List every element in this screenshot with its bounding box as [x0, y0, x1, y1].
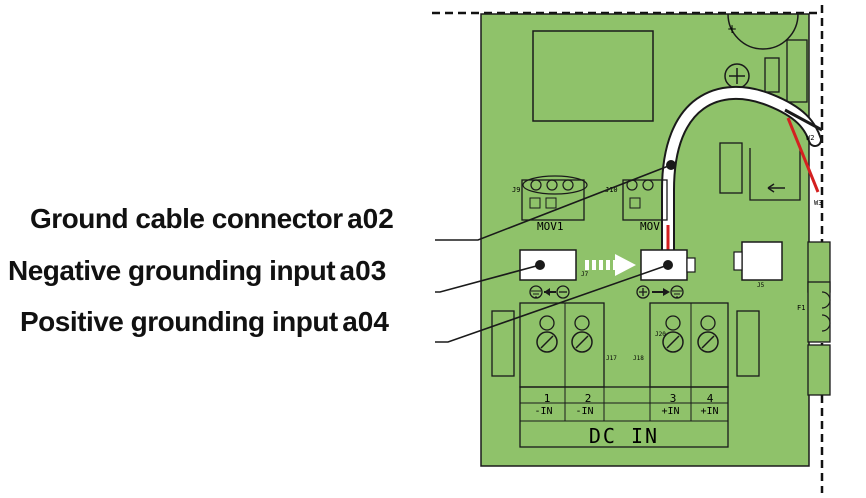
j18-label: J18 — [633, 355, 644, 362]
screw-cross — [729, 68, 745, 84]
j9-label: J9 — [512, 186, 520, 194]
dc-in-grid — [520, 387, 728, 422]
j10-label: J10 — [605, 186, 618, 194]
terminal-4-num: 4 — [706, 392, 714, 405]
pin — [530, 179, 542, 191]
leader-a03 — [435, 264, 541, 293]
pin — [642, 179, 654, 191]
callout-a04-code: a04 — [342, 306, 389, 337]
black-wire — [784, 108, 823, 132]
terminal-2-num: 2 — [584, 392, 592, 405]
fuse-clips — [821, 291, 831, 332]
callout-a02-code: a02 — [347, 203, 394, 234]
terminal-4-label: +IN — [700, 406, 719, 417]
ground-icon — [670, 285, 684, 299]
enclosure-dashed-outline — [432, 5, 824, 493]
terminal-screws — [536, 315, 719, 353]
jumper-tab — [733, 251, 743, 271]
component-small — [764, 57, 780, 93]
pin — [546, 179, 558, 191]
plus-mark: + — [727, 22, 737, 36]
dc-in-label: DC IN — [588, 424, 660, 448]
callout-a04-text: Positive grounding input — [20, 306, 338, 337]
dc-in-table — [519, 386, 729, 448]
w2-label: W2 — [806, 134, 814, 142]
plus-icon — [636, 285, 650, 299]
callout-a03-code: a03 — [339, 255, 387, 286]
component-block — [532, 30, 654, 122]
j5-jumper — [741, 241, 783, 281]
minus-icon — [556, 285, 570, 299]
w3-label: W3 — [814, 199, 822, 207]
callout-a04: Positive grounding input a04 — [20, 306, 389, 338]
terminal-1-num: 1 — [543, 392, 551, 405]
mov1-label: MOV1 — [537, 220, 564, 233]
pad — [629, 197, 641, 209]
j20-label: J20 — [655, 331, 666, 338]
leader-a04 — [435, 264, 669, 343]
pad — [529, 197, 541, 209]
terminal-1-label: -IN — [534, 406, 553, 417]
capacitor-outline — [727, 13, 799, 50]
callout-a02: Ground cable connector a02 — [30, 203, 394, 235]
terminal-3-label: +IN — [661, 406, 680, 417]
pin — [562, 179, 574, 191]
plus-lines — [639, 288, 647, 296]
callout-a03: Negative grounding input a03 — [8, 255, 386, 287]
leader-a02 — [435, 164, 672, 241]
j7-label: J7 — [581, 271, 589, 278]
input-tab — [686, 257, 696, 273]
mov2-label: MOV — [640, 220, 660, 233]
j17-label: J17 — [606, 355, 617, 362]
component-side — [736, 310, 760, 377]
left-arrow-head — [544, 288, 550, 296]
mov2-connector — [622, 179, 668, 221]
component-relay — [719, 142, 743, 194]
terminal-dividers — [564, 303, 692, 387]
side-connector — [807, 344, 831, 396]
j5-label: J5 — [757, 282, 765, 289]
negative-ground-input — [519, 249, 577, 281]
callout-a02-text: Ground cable connector — [30, 203, 343, 234]
right-arrow-head — [663, 288, 670, 296]
component-tall — [786, 39, 808, 103]
pad — [545, 197, 557, 209]
callout-a03-text: Negative grounding input — [8, 255, 336, 286]
direction-arrow-icon — [615, 254, 636, 276]
pin-group — [522, 175, 588, 195]
red-wire — [786, 117, 820, 193]
ground-lines — [531, 290, 541, 298]
ground-lines — [672, 290, 682, 298]
terminal-2-label: -IN — [575, 406, 594, 417]
ground-icon — [529, 285, 543, 299]
f1-label: F1 — [797, 304, 805, 312]
terminal-3-num: 3 — [669, 392, 677, 405]
positive-ground-input — [640, 249, 688, 281]
component-side — [491, 310, 515, 377]
fuse-holder — [807, 281, 831, 343]
component-outline — [749, 148, 801, 201]
arrow-head — [767, 183, 775, 193]
a02-connection-dot — [666, 160, 676, 170]
